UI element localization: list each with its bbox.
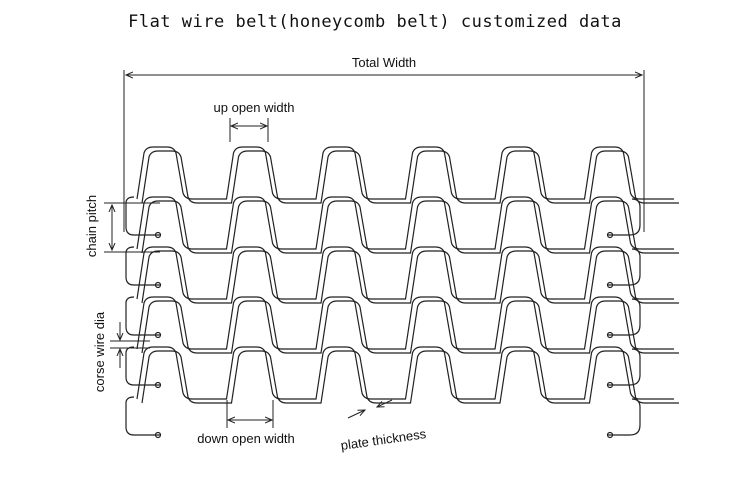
chain-pitch-label: chain pitch — [84, 195, 99, 257]
belt-row-4-wire-2 — [141, 300, 679, 354]
rod-end-right-3 — [606, 331, 614, 339]
belt-row-2-wire-1 — [136, 196, 674, 250]
rod-hook-left-4 — [125, 346, 160, 386]
rod-end-left-4 — [154, 381, 162, 389]
plate-thickness-dimension — [347, 399, 393, 419]
rod-hook-left-3 — [125, 296, 160, 336]
rod-end-left-1 — [154, 231, 162, 239]
rod-end-right-1 — [606, 231, 614, 239]
belt-row-4-wire-1 — [136, 296, 674, 350]
belt-row-3-wire-2 — [141, 250, 679, 304]
plate-thickness-label: plate thickness — [340, 426, 428, 453]
rod-hook-right-5 — [608, 398, 641, 436]
corse-wire-dia-dimension — [110, 322, 150, 368]
rod-end-right-5 — [606, 431, 614, 439]
rod-end-left-2 — [154, 281, 162, 289]
chain-pitch-dimension — [104, 202, 160, 253]
rod-hook-left-1 — [125, 196, 160, 236]
corse-wire-dia-label: corse wire dia — [92, 311, 107, 392]
down-open-width-dimension — [226, 400, 274, 428]
belt-row-5-wire-2 — [141, 350, 679, 404]
honeycomb-belt-rows — [125, 146, 679, 439]
down-open-width-label: down open width — [197, 431, 295, 446]
rod-end-right-2 — [606, 281, 614, 289]
belt-row-1-wire-2 — [141, 150, 679, 204]
total-width-label: Total Width — [352, 55, 416, 70]
rod-end-right-4 — [606, 381, 614, 389]
up-open-width-label: up open width — [214, 100, 295, 115]
total-width-dimension — [123, 70, 645, 232]
belt-row-2-wire-2 — [141, 200, 679, 254]
up-open-width-dimension — [229, 118, 269, 142]
rod-hook-left-2 — [125, 246, 160, 286]
diagram-title: Flat wire belt(honeycomb belt) customize… — [128, 12, 622, 32]
belt-row-5-wire-1 — [136, 346, 674, 400]
rod-end-left-5 — [154, 431, 162, 439]
belt-row-1-wire-1 — [136, 146, 674, 200]
belt-row-3-wire-1 — [136, 246, 674, 300]
rod-end-left-3 — [154, 331, 162, 339]
rod-hook-left-5 — [125, 396, 160, 436]
